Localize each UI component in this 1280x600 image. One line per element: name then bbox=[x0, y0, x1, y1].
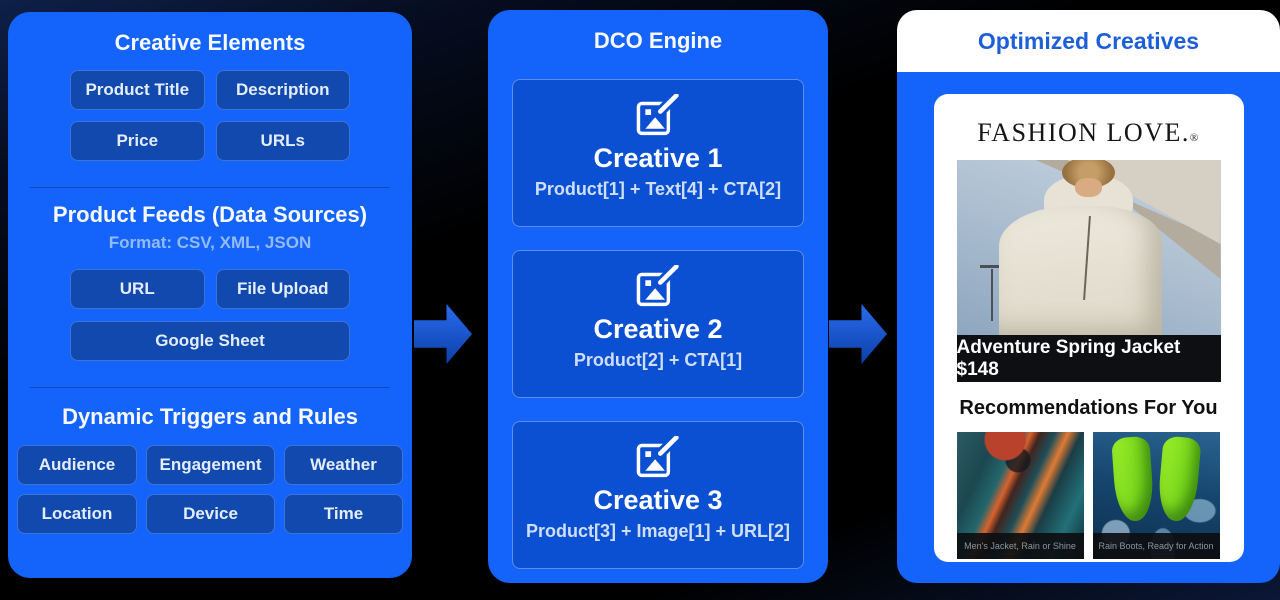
dco-engine-title: DCO Engine bbox=[593, 28, 723, 53]
brand-name: FASHION LOVE. bbox=[977, 118, 1190, 147]
recommendation-boots-caption: Rain Boots, Ready for Action bbox=[1092, 533, 1220, 559]
price-button[interactable]: Price bbox=[70, 121, 205, 161]
jacket-body-shape bbox=[998, 205, 1163, 335]
creative-elements-title: Creative Elements bbox=[114, 30, 306, 55]
creative-1-formula: Product[1] + Text[4] + CTA[2] bbox=[534, 179, 782, 199]
creative-2-formula: Product[2] + CTA[1] bbox=[573, 350, 743, 370]
recommendation-thumbnails: Men's Jacket, Rain or Shine Rain Boots, … bbox=[956, 432, 1221, 559]
recommendation-jacket-caption: Men's Jacket, Rain or Shine bbox=[956, 533, 1084, 559]
product-feeds-title: Product Feeds (Data Sources) bbox=[52, 202, 368, 227]
creative-elements-panel: Creative Elements Product Title Descript… bbox=[8, 12, 412, 578]
device-button[interactable]: Device bbox=[146, 494, 275, 534]
image-edit-icon bbox=[636, 261, 682, 307]
flow-arrow-left bbox=[414, 304, 472, 364]
trigger-buttons-grid: Audience Engagement Weather Location Dev… bbox=[17, 445, 403, 534]
audience-button[interactable]: Audience bbox=[17, 445, 137, 485]
section-divider bbox=[30, 187, 390, 188]
creative-1-name: Creative 1 bbox=[593, 143, 723, 173]
optimized-creatives-header: Optimized Creatives bbox=[897, 10, 1280, 72]
recommendation-boots-thumbnail[interactable]: Rain Boots, Ready for Action bbox=[1092, 432, 1220, 559]
engagement-button[interactable]: Engagement bbox=[146, 445, 275, 485]
rain-boot-right-shape bbox=[1156, 435, 1202, 523]
location-button[interactable]: Location bbox=[17, 494, 137, 534]
creative-3-formula: Product[3] + Image[1] + URL[2] bbox=[525, 521, 791, 541]
street-lamp-shape bbox=[980, 265, 1005, 268]
creative-card-2: Creative 2 Product[2] + CTA[1] bbox=[512, 250, 804, 398]
creative-cards-list: Creative 1 Product[1] + Text[4] + CTA[2]… bbox=[512, 79, 804, 569]
image-edit-icon bbox=[636, 432, 682, 478]
product-price-banner: Adventure Spring Jacket $148 bbox=[956, 335, 1221, 382]
model-face-shape bbox=[1075, 177, 1102, 197]
optimized-creatives-title: Optimized Creatives bbox=[977, 27, 1200, 54]
optimized-creatives-panel: Optimized Creatives FASHION LOVE.® Adven… bbox=[897, 10, 1280, 583]
creative-2-name: Creative 2 bbox=[593, 314, 723, 344]
feed-buttons-grid: URL File Upload bbox=[70, 269, 350, 309]
section-divider bbox=[30, 387, 390, 388]
file-upload-button[interactable]: File Upload bbox=[215, 269, 350, 309]
dco-engine-panel: DCO Engine Creative 1 Product[1] + Text[… bbox=[488, 10, 828, 583]
recommendations-title: Recommendations For You bbox=[959, 397, 1218, 419]
element-buttons-grid: Product Title Description Price URLs bbox=[70, 70, 350, 161]
time-button[interactable]: Time bbox=[284, 494, 403, 534]
recommendation-jacket-thumbnail[interactable]: Men's Jacket, Rain or Shine bbox=[956, 432, 1084, 559]
ad-preview-card: FASHION LOVE.® Adventure Spring Jacket $… bbox=[933, 94, 1244, 562]
description-button[interactable]: Description bbox=[215, 70, 350, 110]
ad-hero-photo bbox=[956, 160, 1221, 335]
registered-mark: ® bbox=[1189, 132, 1200, 144]
flow-arrow-right bbox=[829, 304, 887, 364]
brand-logo: FASHION LOVE.® bbox=[934, 118, 1244, 148]
street-lamp-pole-shape bbox=[990, 268, 993, 321]
url-feed-button[interactable]: URL bbox=[70, 269, 205, 309]
urls-button[interactable]: URLs bbox=[215, 121, 350, 161]
google-sheet-button[interactable]: Google Sheet bbox=[70, 321, 350, 361]
image-edit-icon bbox=[636, 90, 682, 136]
feed-format-note: Format: CSV, XML, JSON bbox=[108, 233, 312, 252]
weather-button[interactable]: Weather bbox=[284, 445, 403, 485]
dynamic-triggers-title: Dynamic Triggers and Rules bbox=[62, 404, 358, 429]
rain-boot-left-shape bbox=[1111, 435, 1156, 523]
creative-card-1: Creative 1 Product[1] + Text[4] + CTA[2] bbox=[512, 79, 804, 227]
creative-3-name: Creative 3 bbox=[593, 485, 723, 515]
creative-card-3: Creative 3 Product[3] + Image[1] + URL[2… bbox=[512, 421, 804, 569]
product-title-button[interactable]: Product Title bbox=[70, 70, 205, 110]
optimized-creatives-body: FASHION LOVE.® Adventure Spring Jacket $… bbox=[897, 72, 1280, 583]
